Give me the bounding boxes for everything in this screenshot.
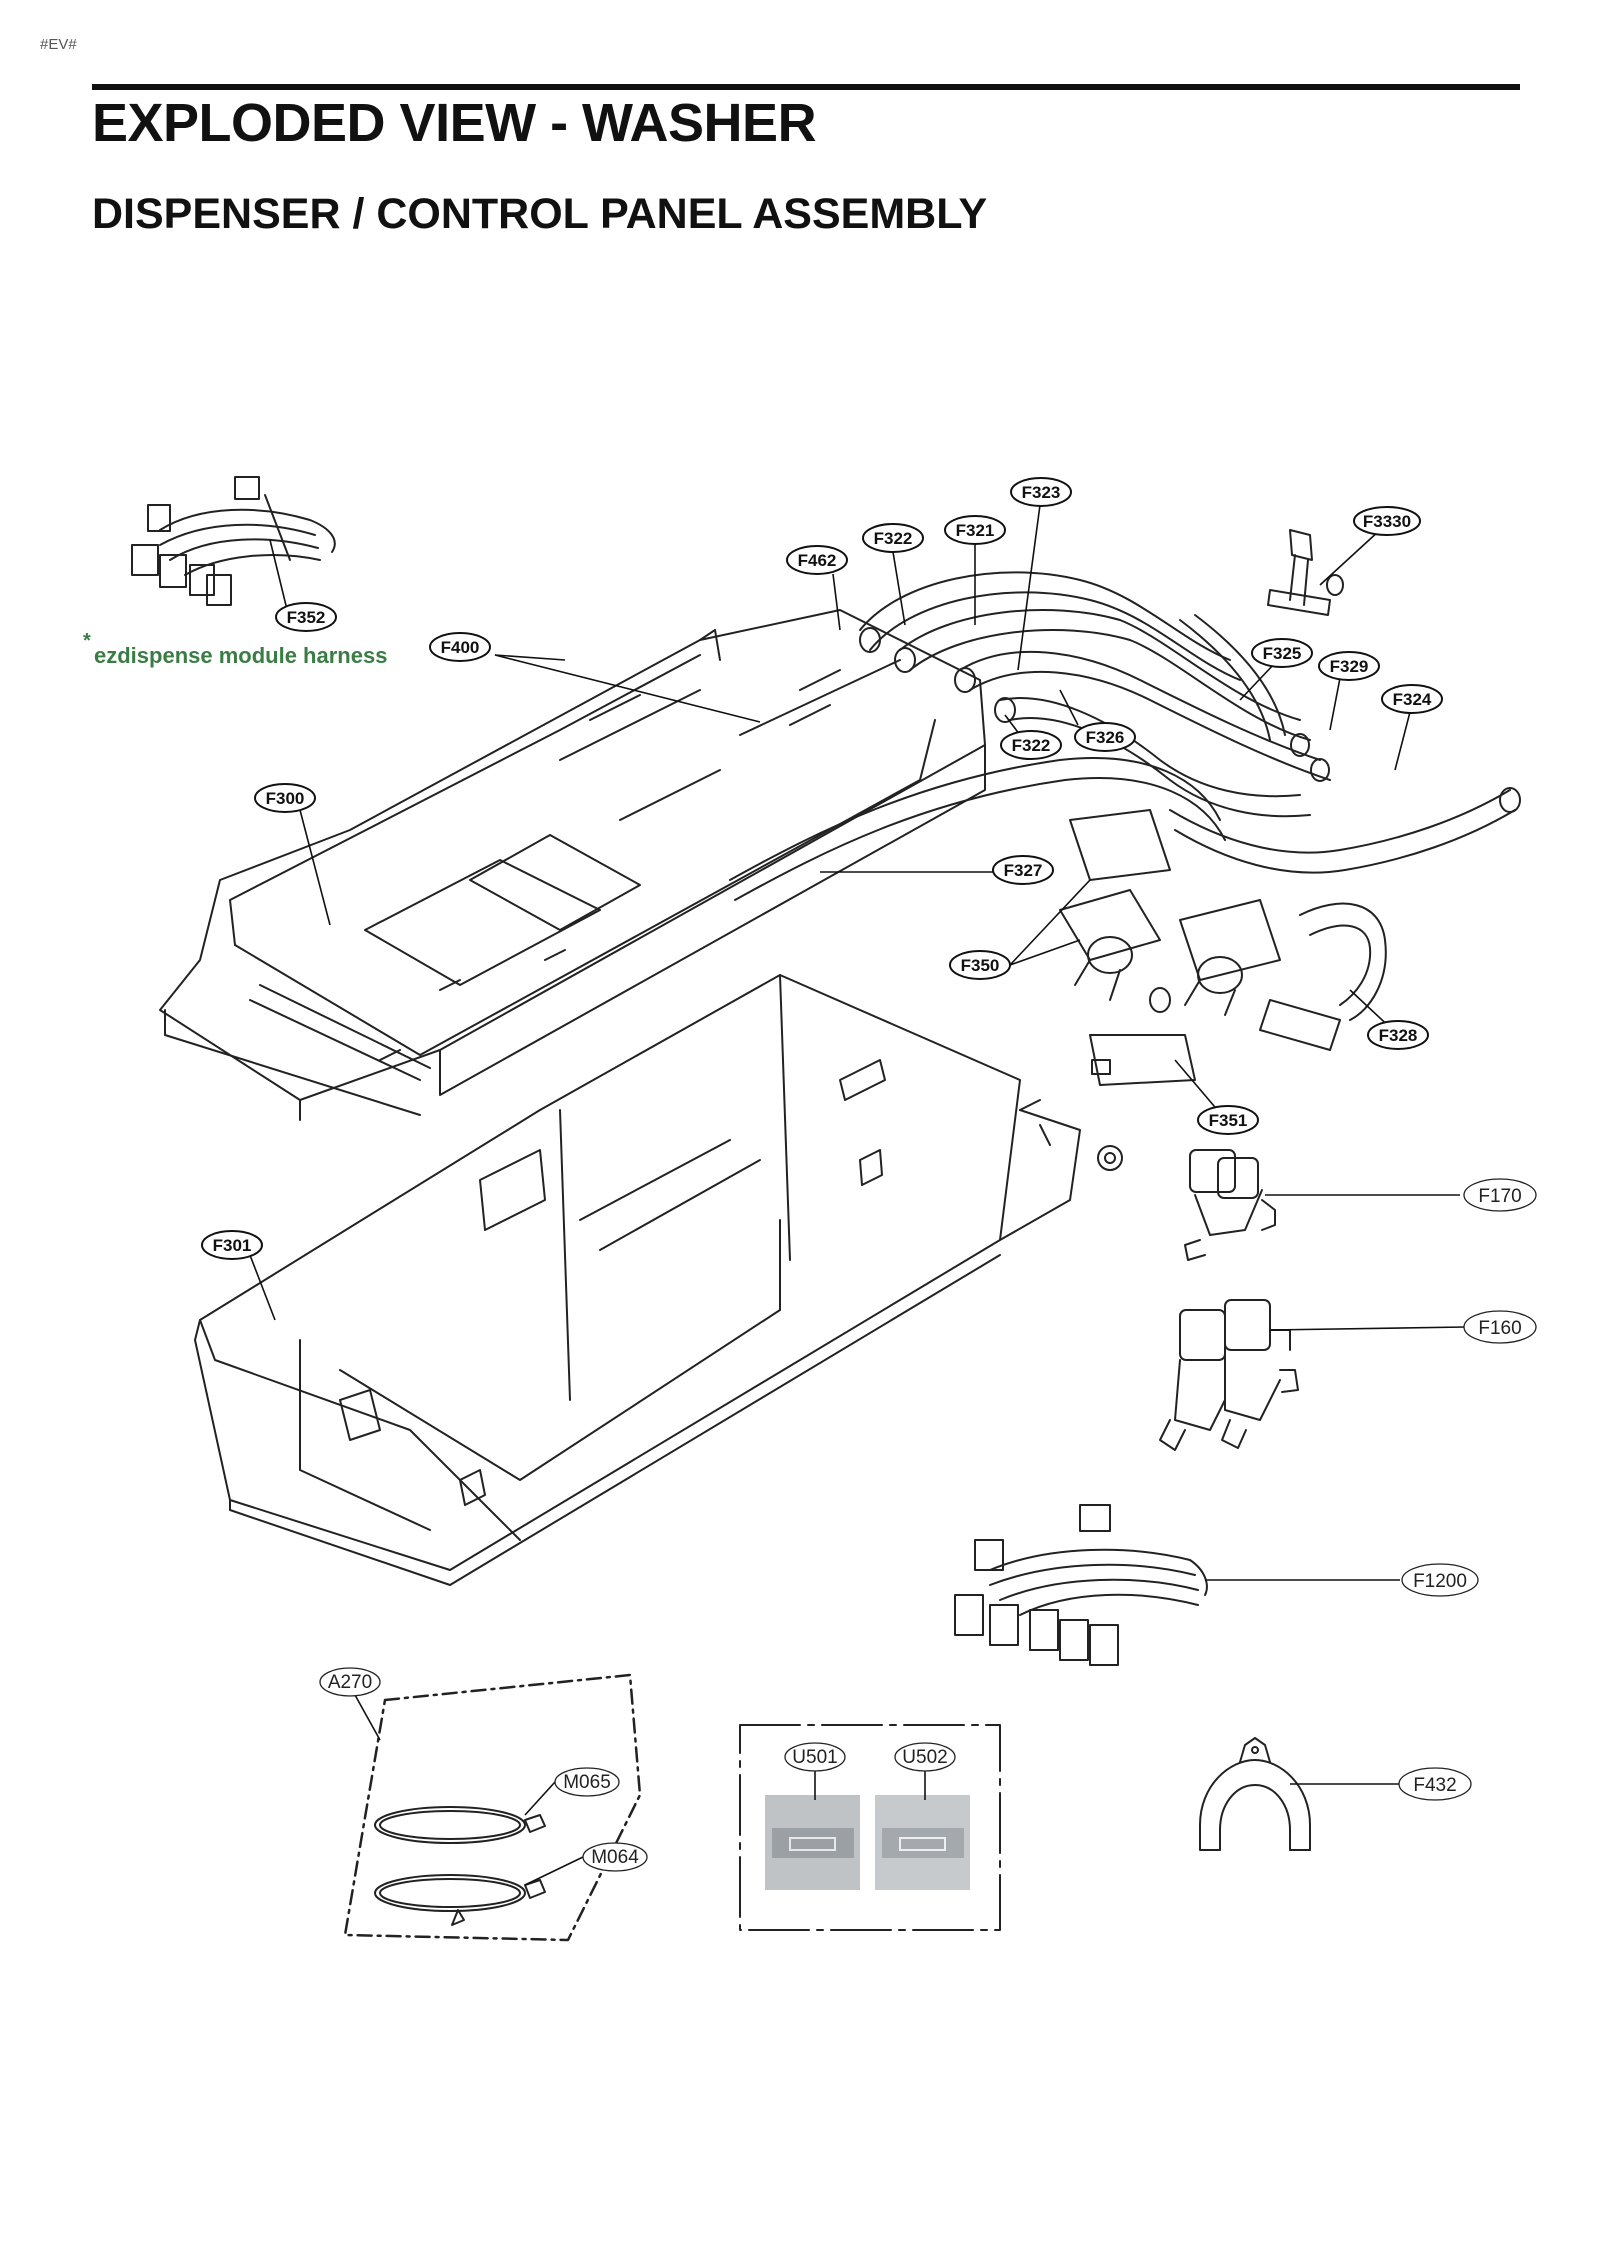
callout-f325: F325 (1263, 644, 1302, 663)
title-rule (92, 84, 1520, 90)
accessory-kit-outline (343, 1673, 642, 1942)
page-subtitle: DISPENSER / CONTROL PANEL ASSEMBLY (92, 190, 988, 238)
callout-f326: F326 (1086, 728, 1125, 747)
manuals-box-outline (739, 1724, 1001, 1931)
callout-u501: U501 (792, 1747, 837, 1768)
callout-f352: F352 (287, 608, 326, 627)
hose-bundle-drawing (729, 571, 1521, 901)
callout-f322-bottom: F322 (1012, 736, 1051, 755)
callout-u502: U502 (902, 1747, 947, 1768)
callout-f323: F323 (1022, 483, 1061, 502)
callout-a270: A270 (328, 1672, 372, 1693)
callout-m065: M065 (563, 1772, 611, 1793)
harness-note: ezdispense module harness (94, 643, 388, 668)
hose-bracket-drawing (1199, 1737, 1311, 1851)
callout-f301: F301 (213, 1236, 252, 1255)
callout-f321: F321 (956, 521, 995, 540)
callout-f160: F160 (1478, 1318, 1521, 1339)
inlet-valve-f170-drawing (1184, 1149, 1276, 1261)
callout-f432: F432 (1413, 1775, 1456, 1796)
callout-bubbles-thin (319, 1178, 1537, 1872)
page-title: EXPLODED VIEW - WASHER (92, 93, 817, 153)
callout-f322-top: F322 (874, 529, 913, 548)
dispenser-housing-drawing (159, 609, 986, 1121)
callout-bubbles (201, 477, 1443, 1260)
lower-housing-drawing (194, 974, 1123, 1586)
callout-f1200: F1200 (1413, 1571, 1467, 1592)
harness-f1200-drawing (954, 1504, 1208, 1666)
manual-u501-photo (765, 1795, 860, 1890)
callout-f324: F324 (1393, 690, 1432, 709)
callout-f300: F300 (266, 789, 305, 808)
dispenser-valves-drawing (1059, 809, 1387, 1086)
callout-f328: F328 (1379, 1026, 1418, 1045)
callout-f329: F329 (1330, 657, 1369, 676)
ezdispense-harness-drawing (131, 476, 336, 606)
callout-f351: F351 (1209, 1111, 1248, 1130)
callout-m064: M064 (591, 1847, 639, 1868)
callout-f170: F170 (1478, 1186, 1521, 1207)
callout-f327: F327 (1004, 861, 1043, 880)
manual-u502-photo (875, 1795, 970, 1890)
t-fitting-drawing (1267, 529, 1344, 616)
callout-f462: F462 (798, 551, 837, 570)
leader-lines (247, 504, 1466, 1886)
page-code: #EV# (40, 36, 77, 53)
callout-f400: F400 (441, 638, 480, 657)
callout-f350: F350 (961, 956, 1000, 975)
note-asterisk: * (83, 630, 91, 652)
callout-f3330: F3330 (1363, 512, 1411, 531)
inlet-valve-f160-drawing (1159, 1299, 1299, 1451)
